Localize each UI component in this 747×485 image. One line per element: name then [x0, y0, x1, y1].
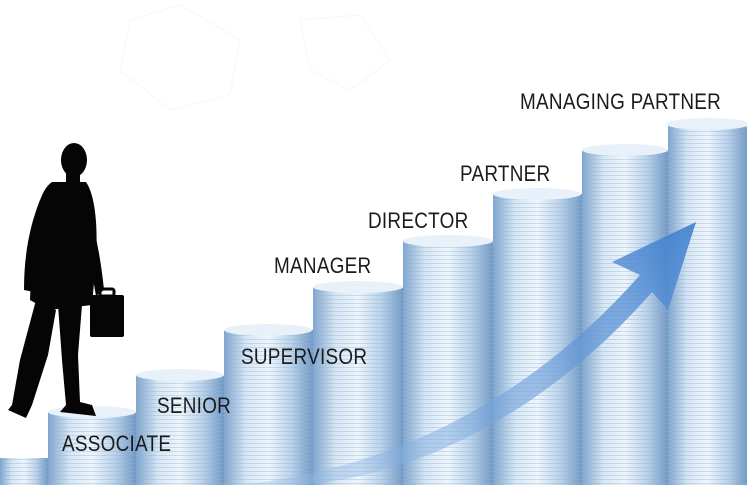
step-label-partner: PARTNER: [460, 161, 551, 186]
upward-arrow-icon: [240, 222, 696, 485]
step-label-managing-partner: MANAGING PARTNER: [520, 89, 722, 114]
step-label-associate: ASSOCIATE: [62, 431, 172, 456]
coin-stairs: [0, 118, 747, 485]
background-decoration: [119, 4, 391, 111]
coin-stack-4: [224, 324, 313, 485]
coin-stack-3: [136, 369, 224, 485]
step-label-senior: SENIOR: [157, 393, 232, 418]
step-label-director: DIRECTOR: [368, 208, 469, 233]
coin-stack-1: [0, 458, 48, 485]
coin-stack-9: [666, 118, 747, 485]
step-label-supervisor: SUPERVISOR: [241, 344, 368, 369]
businessman-silhouette-icon: [8, 143, 124, 418]
coin-stack-7: [493, 188, 582, 485]
step-label-manager: MANAGER: [274, 253, 372, 278]
